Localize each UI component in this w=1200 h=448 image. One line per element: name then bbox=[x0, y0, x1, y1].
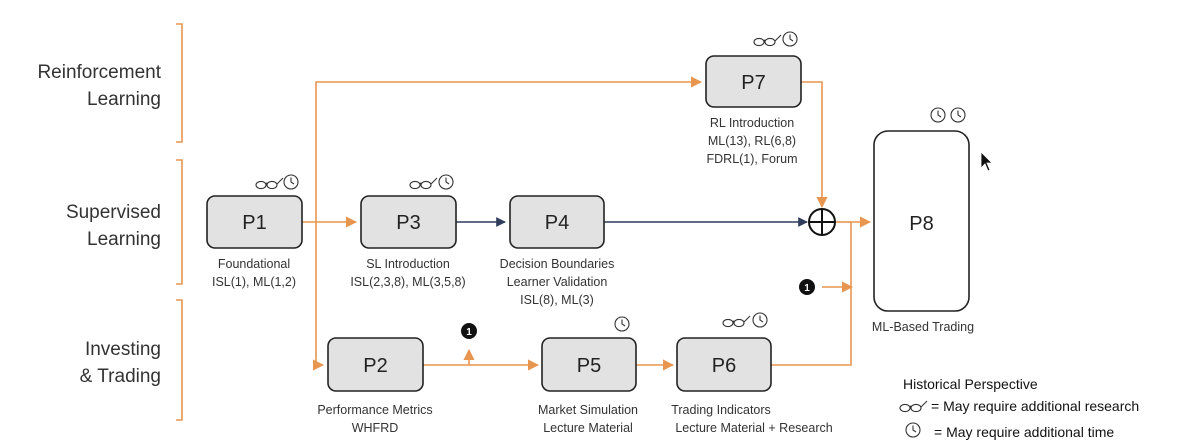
badge-1-investing: 1 bbox=[461, 323, 477, 339]
clock-icon bbox=[930, 107, 946, 123]
legend-title: Historical Perspective bbox=[903, 376, 1038, 392]
node-p7-id: P7 bbox=[741, 72, 765, 94]
node-p3-id: P3 bbox=[396, 212, 420, 234]
p6-caption-2: Lecture Material + Research bbox=[675, 421, 832, 435]
p4-caption-2: Learner Validation bbox=[507, 275, 608, 289]
lane-label-it-line1: Investing bbox=[85, 339, 161, 360]
p8-caption-1: ML-Based Trading bbox=[872, 320, 974, 334]
lane-label-sl-line1: Supervised bbox=[66, 202, 161, 223]
clock-icon bbox=[752, 312, 768, 328]
edge-p6-p8 bbox=[771, 216, 872, 366]
clock-icon bbox=[614, 316, 630, 332]
node-p1[interactable]: P1 bbox=[206, 195, 303, 249]
reading-glasses-icon bbox=[722, 315, 751, 328]
legend-research: = May require additional research bbox=[931, 398, 1139, 414]
p7-caption-2: ML(13), RL(6,8) bbox=[708, 134, 796, 148]
node-p2[interactable]: P2 bbox=[327, 337, 424, 392]
node-p8-id: P8 bbox=[909, 213, 933, 235]
p4-caption-1: Decision Boundaries bbox=[500, 257, 615, 271]
lane-label-rl-line1: Reinforcement bbox=[37, 62, 161, 83]
edge-p1-trunk bbox=[315, 76, 703, 222]
node-p8[interactable]: P8 bbox=[873, 130, 970, 312]
reading-glasses-icon bbox=[255, 177, 284, 190]
node-p4[interactable]: P4 bbox=[509, 195, 605, 249]
node-p2-id: P2 bbox=[363, 355, 387, 377]
p3-caption-1: SL Introduction bbox=[366, 257, 450, 271]
sum-junction bbox=[808, 208, 836, 236]
legend: Historical Perspective = May require add… bbox=[899, 376, 1139, 440]
p1-caption-1: Foundational bbox=[218, 257, 290, 271]
node-p6[interactable]: P6 bbox=[676, 337, 772, 392]
p1-caption-2: ISL(1), ML(1,2) bbox=[212, 275, 296, 289]
node-p7[interactable]: P7 bbox=[705, 55, 802, 108]
reading-glasses-icon bbox=[753, 34, 782, 47]
clock-icon bbox=[950, 107, 966, 123]
p2-caption-1: Performance Metrics bbox=[317, 403, 432, 417]
node-p4-id: P4 bbox=[545, 212, 569, 234]
edge-p7-plus bbox=[801, 81, 828, 209]
badge-1-investing-text: 1 bbox=[466, 327, 472, 338]
p3-caption-2: ISL(2,3,8), ML(3,5,8) bbox=[350, 275, 465, 289]
p6-caption-1: Trading Indicators bbox=[671, 403, 771, 417]
badge-1-p8: 1 bbox=[799, 279, 815, 295]
edge-p1-p2 bbox=[312, 222, 325, 371]
lane-bracket-rl bbox=[176, 23, 183, 143]
lane-bracket-it bbox=[176, 299, 183, 421]
mouse-cursor-icon bbox=[980, 151, 993, 172]
node-p1-id: P1 bbox=[242, 212, 266, 234]
p7-caption-1: RL Introduction bbox=[710, 116, 794, 130]
lane-label-sl-line2: Learning bbox=[87, 229, 161, 250]
lane-label-it-line2: & Trading bbox=[80, 366, 161, 387]
p2-caption-2: WHFRD bbox=[352, 421, 399, 435]
lane-bracket-sl bbox=[176, 159, 183, 285]
node-p6-id: P6 bbox=[712, 355, 736, 377]
reading-glasses-icon bbox=[899, 400, 928, 413]
clock-icon bbox=[782, 31, 798, 47]
clock-icon bbox=[283, 174, 299, 190]
lane-label-rl-line2: Learning bbox=[87, 89, 161, 110]
p5-caption-2: Lecture Material bbox=[543, 421, 633, 435]
p7-caption-3: FDRL(1), Forum bbox=[707, 152, 798, 166]
node-p3[interactable]: P3 bbox=[360, 195, 457, 249]
p4-caption-3: ISL(8), ML(3) bbox=[520, 293, 594, 307]
legend-time: = May require additional time bbox=[934, 424, 1114, 440]
reading-glasses-icon bbox=[409, 177, 438, 190]
clock-icon bbox=[438, 174, 454, 190]
node-p5-id: P5 bbox=[577, 355, 601, 377]
node-p5[interactable]: P5 bbox=[541, 337, 637, 392]
p5-caption-1: Market Simulation bbox=[538, 403, 638, 417]
clock-icon bbox=[905, 422, 921, 438]
badge-1-p8-text: 1 bbox=[804, 283, 810, 294]
